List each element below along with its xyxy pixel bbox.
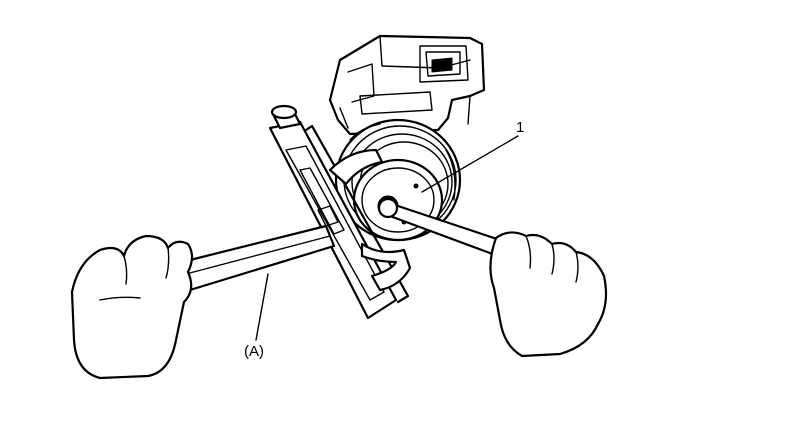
callout-label-1: 1 [516, 119, 525, 136]
holder-tool-hook [328, 148, 412, 292]
holder-tool-handle [180, 224, 336, 292]
compressor-body [328, 34, 486, 136]
leader-line-1 [421, 135, 519, 193]
right-hand [489, 231, 608, 358]
callout-label-a: (A) [244, 343, 264, 360]
left-hand [70, 234, 194, 380]
leader-line-a [255, 273, 269, 341]
holder-tool-plate [268, 104, 410, 320]
